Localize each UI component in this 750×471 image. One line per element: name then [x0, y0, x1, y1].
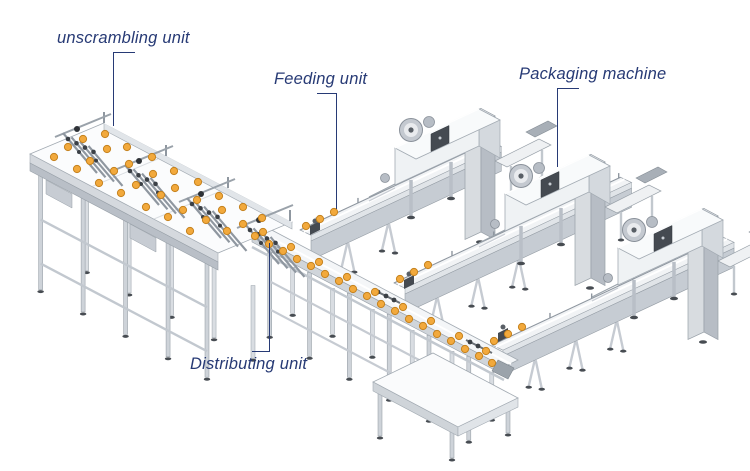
unscrambling-legs	[37, 167, 257, 381]
label-unscrambling-unit: unscrambling unit	[57, 29, 190, 47]
product-dots	[49, 129, 527, 368]
unscrambling-unit-illustration	[29, 112, 293, 381]
leader-line-packaging	[557, 88, 579, 167]
label-packaging-machine: Packaging machine	[519, 65, 667, 83]
label-distributing-unit: Distributing unit	[190, 355, 308, 373]
leader-line-distributing	[252, 243, 270, 352]
label-feeding-unit: Feeding unit	[274, 70, 368, 88]
end-chute	[491, 359, 515, 380]
leader-line-unscrambling	[113, 52, 135, 126]
leader-line-feeding	[317, 93, 337, 209]
